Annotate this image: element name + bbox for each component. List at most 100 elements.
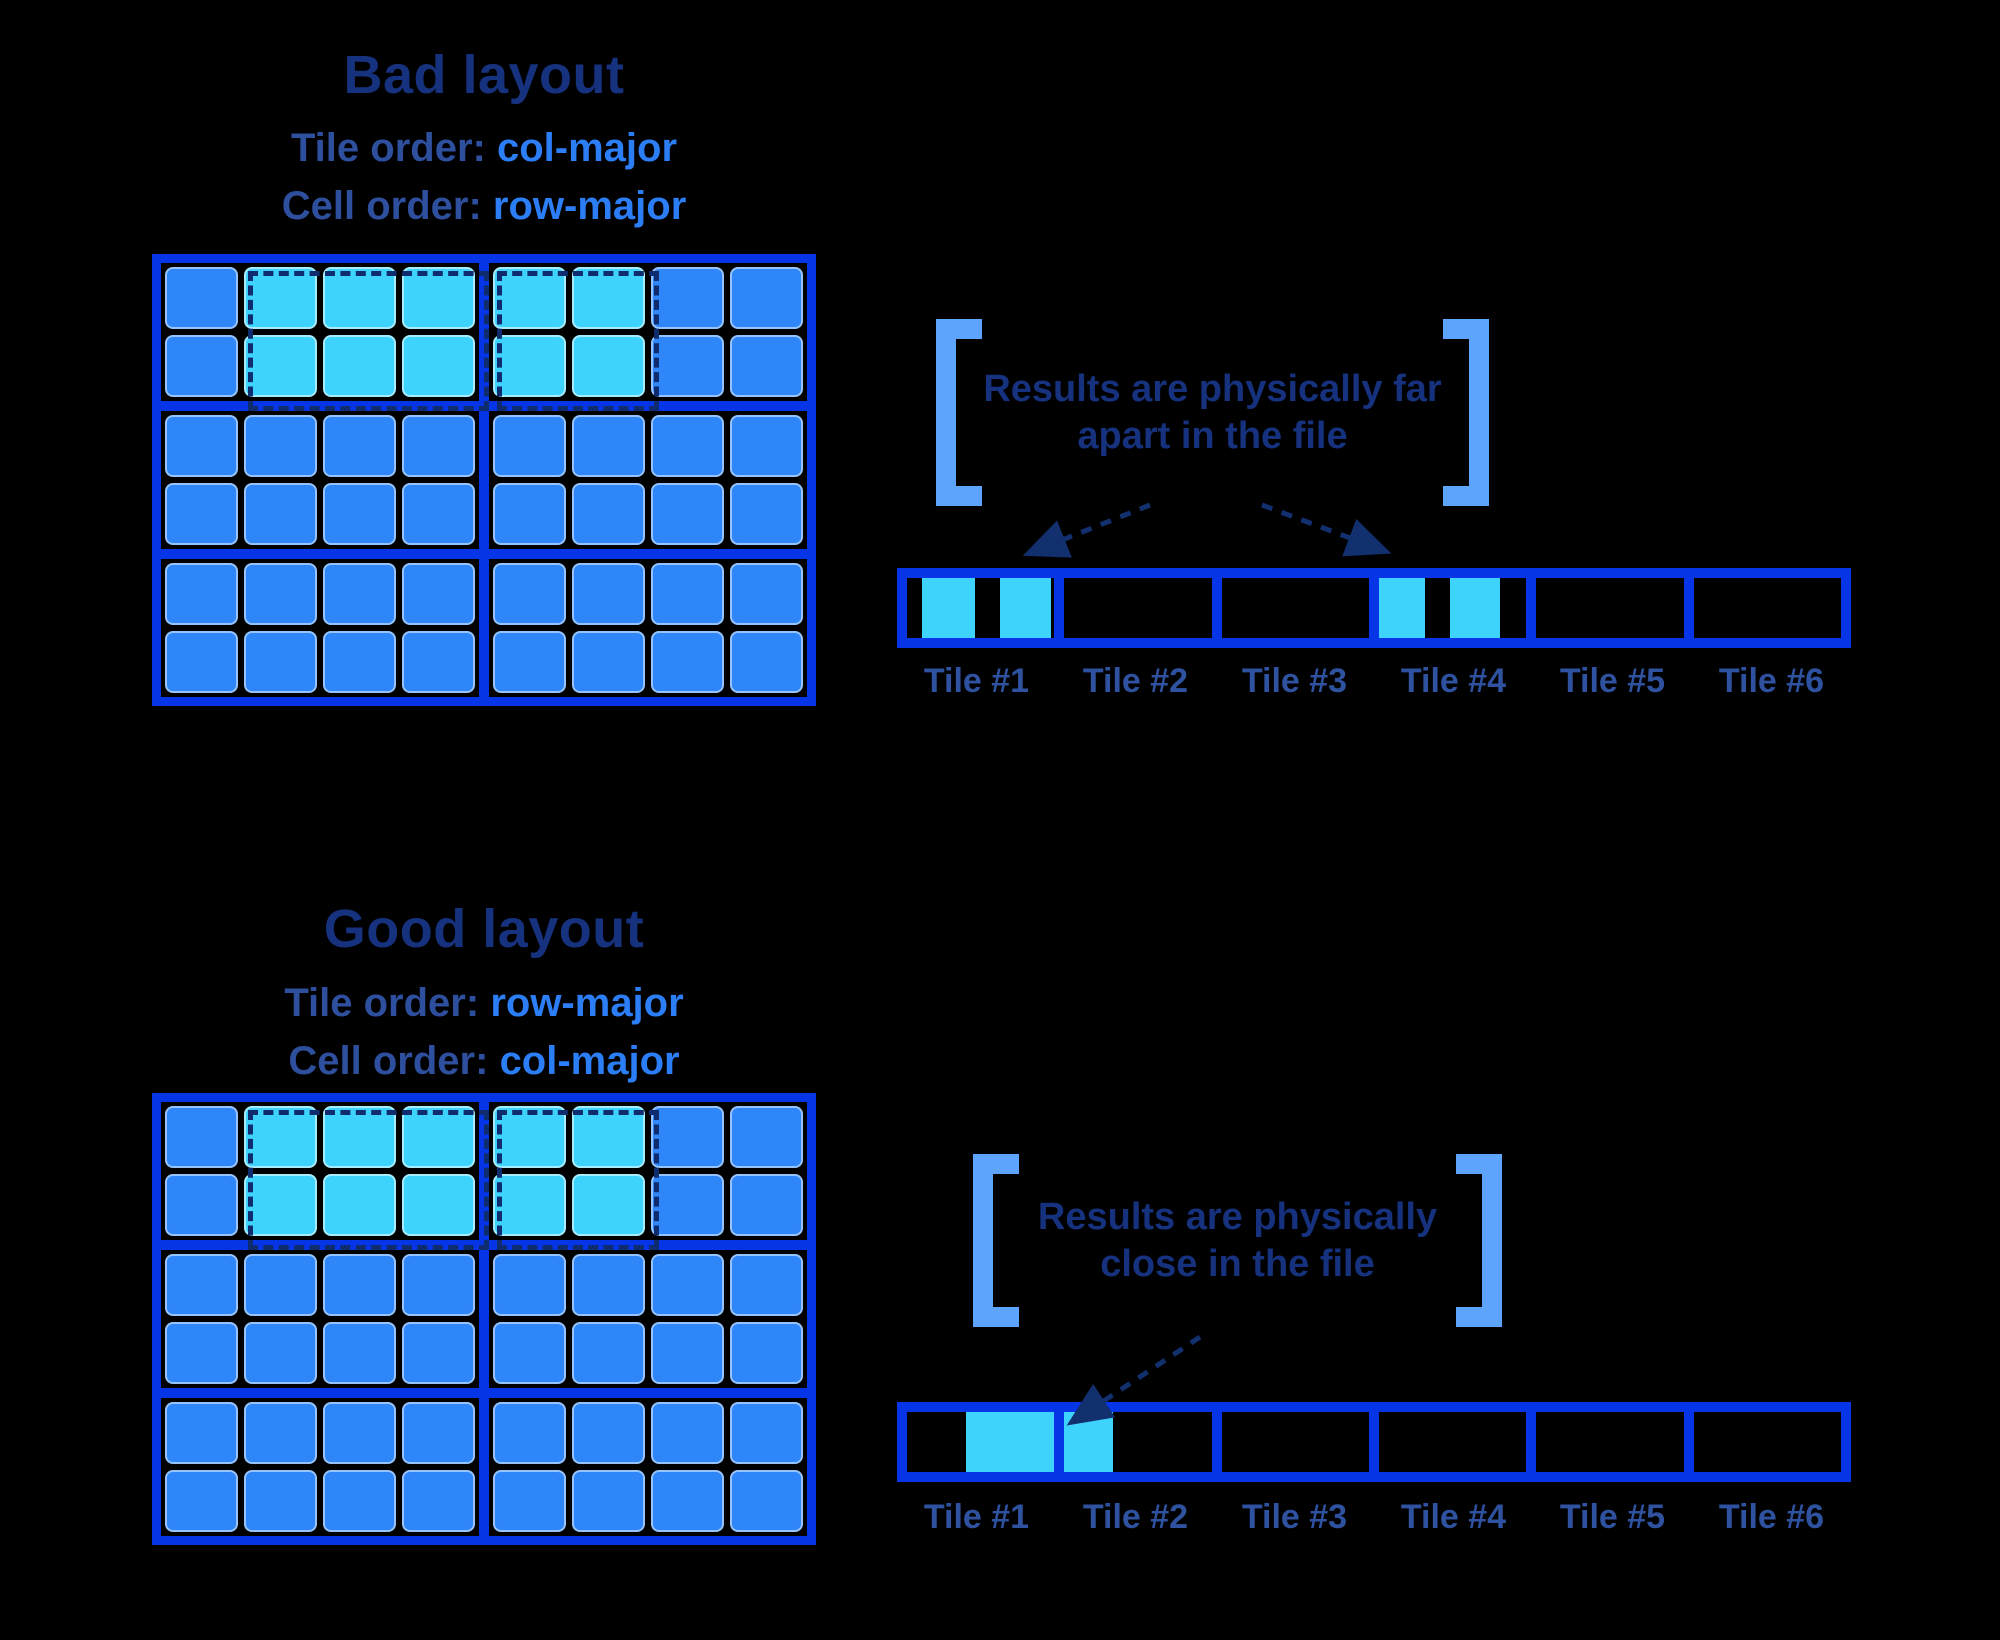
tile-order-label: Tile order: xyxy=(284,981,480,1025)
selected-cell xyxy=(493,1174,566,1236)
tile-col-divider xyxy=(479,411,489,549)
tile-col-divider xyxy=(479,263,489,401)
cell xyxy=(323,1322,396,1384)
selected-cell xyxy=(323,1106,396,1168)
strip-selected-segment xyxy=(999,578,1052,638)
good-arrow-icon xyxy=(1066,1334,1202,1426)
tile-row xyxy=(161,1250,807,1388)
cell xyxy=(165,1106,238,1168)
cell xyxy=(402,1402,475,1464)
cell xyxy=(651,563,724,625)
grid-tile xyxy=(161,1102,479,1240)
cell xyxy=(730,483,803,545)
selected-cell xyxy=(244,1174,317,1236)
grid-tile xyxy=(489,263,807,401)
cell xyxy=(165,335,238,397)
strip-empty-segment xyxy=(1113,1412,1212,1472)
selected-cell xyxy=(244,1106,317,1168)
cell xyxy=(651,1322,724,1384)
cell xyxy=(572,415,645,477)
cell xyxy=(323,415,396,477)
good-file-strip xyxy=(897,1402,1851,1482)
tile-row-divider xyxy=(161,401,807,411)
cell xyxy=(165,563,238,625)
cell xyxy=(572,1322,645,1384)
strip-tile xyxy=(1379,1412,1537,1472)
strip-empty-segment xyxy=(907,578,922,638)
cell xyxy=(651,483,724,545)
selection-outline xyxy=(497,1110,659,1250)
strip-tile xyxy=(1378,578,1537,638)
bad-arrow-right-icon xyxy=(1261,502,1392,557)
cell xyxy=(493,1470,566,1532)
cell xyxy=(244,1470,317,1532)
good-layout-title: Good layout xyxy=(323,899,645,959)
strip-empty-segment xyxy=(1500,578,1527,638)
selected-cell xyxy=(572,335,645,397)
tile-label: Tile #2 xyxy=(1082,1498,1189,1536)
cell xyxy=(572,1470,645,1532)
selected-cell xyxy=(323,267,396,329)
cell xyxy=(165,1254,238,1316)
bad-cell-order-line: Cell order: row-major xyxy=(152,184,816,229)
cell xyxy=(651,335,724,397)
selected-cell xyxy=(323,335,396,397)
cell xyxy=(730,563,803,625)
selected-cell xyxy=(323,1174,396,1236)
cell xyxy=(165,1322,238,1384)
strip-tile xyxy=(1536,578,1694,638)
selection-outline xyxy=(248,1110,489,1250)
cell xyxy=(651,1254,724,1316)
cell xyxy=(651,631,724,693)
strip-empty-segment xyxy=(1051,578,1054,638)
selected-cell xyxy=(244,335,317,397)
strip-selected-segment xyxy=(1064,1412,1113,1472)
strip-empty-segment xyxy=(1425,578,1450,638)
bad-tile-order-line: Tile order: col-major xyxy=(152,126,816,171)
cell-order-value: col-major xyxy=(499,1039,680,1083)
tile-row-divider xyxy=(161,1240,807,1250)
strip-tile xyxy=(1222,578,1379,638)
tile-col-divider xyxy=(479,559,489,697)
right-bracket-icon xyxy=(1443,319,1489,506)
cell xyxy=(244,483,317,545)
selection-outline xyxy=(497,271,659,411)
cell xyxy=(165,1470,238,1532)
strip-selected-segment xyxy=(1449,578,1500,638)
left-bracket-icon xyxy=(973,1154,1019,1327)
strip-selected-segment xyxy=(965,1412,1055,1472)
strip-tile xyxy=(1064,578,1222,638)
cell xyxy=(730,1322,803,1384)
cell xyxy=(402,631,475,693)
cell xyxy=(165,415,238,477)
tile-row xyxy=(161,263,807,401)
grid-tile xyxy=(489,1398,807,1536)
grid-tile xyxy=(161,1250,479,1388)
cell xyxy=(730,1402,803,1464)
strip-tile xyxy=(1064,1412,1222,1472)
bad-arrow-left-icon xyxy=(1022,502,1151,558)
bad-cell-grid xyxy=(152,254,816,706)
cell xyxy=(493,1254,566,1316)
cell xyxy=(493,483,566,545)
cell xyxy=(402,1322,475,1384)
tile-label: Tile #6 xyxy=(1718,662,1825,700)
tile-col-divider xyxy=(479,1250,489,1388)
selected-cell xyxy=(493,335,566,397)
grid-tile xyxy=(489,411,807,549)
tile-label: Tile #4 xyxy=(1400,662,1507,700)
cell xyxy=(730,415,803,477)
cell xyxy=(402,1470,475,1532)
bad-file-strip xyxy=(897,568,1851,648)
bad-note-text: Results are physically far apart in the … xyxy=(982,366,1443,459)
bad-note-line1: Results are physically far xyxy=(983,368,1442,411)
grid-tile xyxy=(489,559,807,697)
cell xyxy=(244,1254,317,1316)
tile-order-label: Tile order: xyxy=(290,126,486,170)
good-cell-order-line: Cell order: col-major xyxy=(152,1039,816,1084)
cell xyxy=(493,1402,566,1464)
good-note-text: Results are physically close in the file xyxy=(1019,1194,1456,1287)
